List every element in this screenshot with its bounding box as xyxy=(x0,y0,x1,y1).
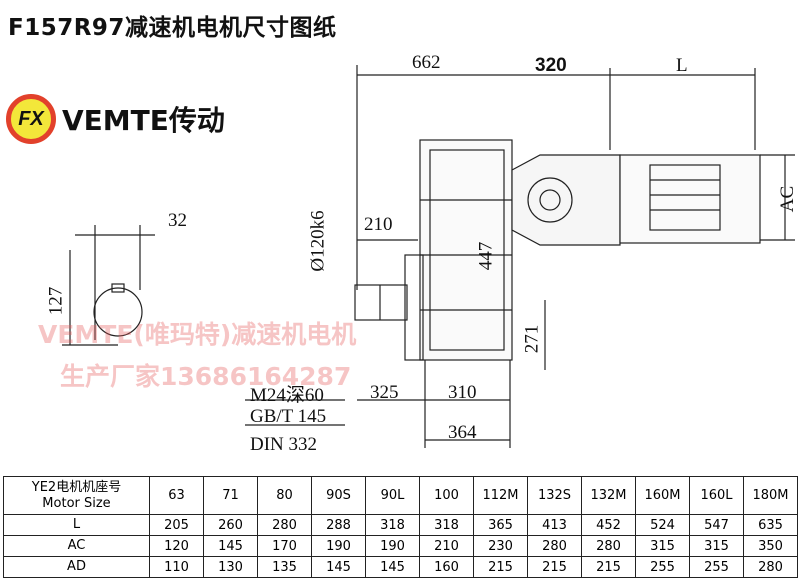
dim-AC: AC xyxy=(777,185,799,213)
dim-662: 662 xyxy=(412,52,441,73)
cell: 230 xyxy=(473,535,528,557)
size-cell: 132M xyxy=(581,476,636,515)
size-cell: 63 xyxy=(149,476,204,515)
cell: 315 xyxy=(689,535,744,557)
standard-din: DIN 332 xyxy=(250,434,318,455)
cell: 110 xyxy=(149,556,204,578)
dim-120k6: Ø120k6 xyxy=(307,210,329,272)
cell: 635 xyxy=(743,514,798,536)
dim-L: L xyxy=(676,55,688,76)
header-cn: YE2电机机座号 xyxy=(31,479,122,495)
cell: 350 xyxy=(743,535,798,557)
cell: 547 xyxy=(689,514,744,536)
cell: 452 xyxy=(581,514,636,536)
cell: 318 xyxy=(419,514,474,536)
page-title: F157R97减速机电机尺寸图纸 xyxy=(8,15,337,41)
cell: 130 xyxy=(203,556,258,578)
cell: 255 xyxy=(689,556,744,578)
dim-32: 32 xyxy=(168,210,187,231)
size-cell: 100 xyxy=(419,476,474,515)
cell: 318 xyxy=(365,514,420,536)
dim-320: 320 xyxy=(535,55,567,76)
dim-364: 364 xyxy=(448,422,477,443)
cell: 160 xyxy=(419,556,474,578)
size-cell: 160L xyxy=(689,476,744,515)
logo-text: VEMTE传动 xyxy=(62,104,225,137)
cell: 280 xyxy=(257,514,312,536)
cell: 260 xyxy=(203,514,258,536)
cell: 413 xyxy=(527,514,582,536)
cell: 280 xyxy=(581,535,636,557)
standard-gbt: GB/T 145 xyxy=(250,406,327,427)
gearmotor-outline-drawing xyxy=(62,65,795,448)
dim-325: 325 xyxy=(370,382,399,403)
size-cell: 132S xyxy=(527,476,582,515)
cell: 215 xyxy=(473,556,528,578)
cell: 145 xyxy=(203,535,258,557)
cell: 288 xyxy=(311,514,366,536)
row-label: AD xyxy=(3,556,150,578)
dim-447: 447 xyxy=(475,241,497,271)
dim-127: 127 xyxy=(45,286,67,316)
size-cell: 71 xyxy=(203,476,258,515)
cell: 524 xyxy=(635,514,690,536)
watermark-line1: VEMTE(唯玛特)减速机电机 xyxy=(38,320,357,349)
cell: 280 xyxy=(527,535,582,557)
row-label: AC xyxy=(3,535,150,557)
brand-logo: FX VEMTE传动 xyxy=(6,94,225,144)
dim-310: 310 xyxy=(448,382,477,403)
cell: 120 xyxy=(149,535,204,557)
cell: 365 xyxy=(473,514,528,536)
cell: 210 xyxy=(419,535,474,557)
size-cell: 90L xyxy=(365,476,420,515)
cell: 190 xyxy=(311,535,366,557)
size-cell: 112M xyxy=(473,476,528,515)
cell: 205 xyxy=(149,514,204,536)
size-cell: 80 xyxy=(257,476,312,515)
cell: 190 xyxy=(365,535,420,557)
thread-spec: M24深60 xyxy=(250,385,324,406)
cell: 170 xyxy=(257,535,312,557)
cell: 215 xyxy=(527,556,582,578)
size-cell: 160M xyxy=(635,476,690,515)
size-cell: 180M xyxy=(743,476,798,515)
cell: 145 xyxy=(365,556,420,578)
size-cell: 90S xyxy=(311,476,366,515)
cell: 280 xyxy=(743,556,798,578)
dim-210: 210 xyxy=(364,214,393,235)
logo-mark-icon: FX xyxy=(6,94,56,144)
watermark-line2: 生产厂家13686164287 xyxy=(60,362,352,391)
cell: 215 xyxy=(581,556,636,578)
dim-271: 271 xyxy=(521,324,543,354)
cell: 135 xyxy=(257,556,312,578)
header-en: Motor Size xyxy=(42,495,111,511)
cell: 255 xyxy=(635,556,690,578)
cell: 145 xyxy=(311,556,366,578)
row-label: L xyxy=(3,514,150,536)
cell: 315 xyxy=(635,535,690,557)
